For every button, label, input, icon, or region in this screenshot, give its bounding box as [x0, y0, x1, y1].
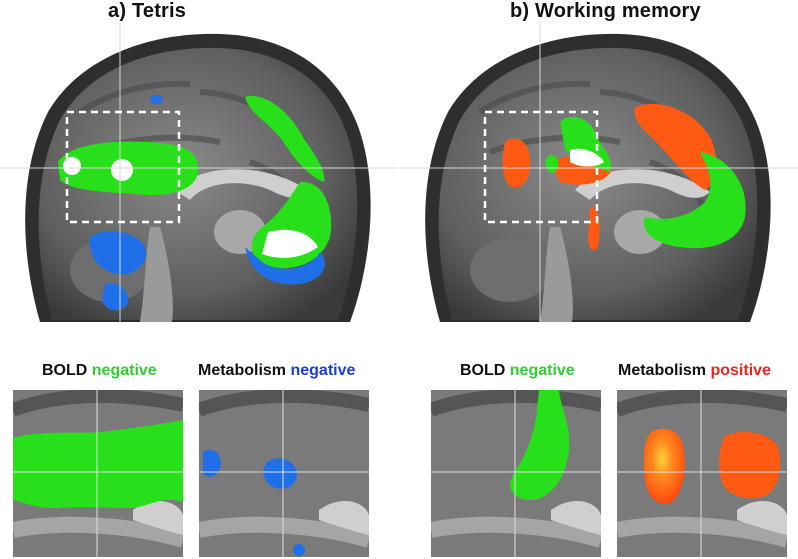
thumb-label-4: Metabolism positive — [618, 362, 771, 380]
brain-slice-tetris — [0, 22, 398, 322]
brain-slice-working-memory — [400, 22, 798, 322]
thumb-bold-negative-tetris — [13, 390, 183, 557]
thumb-label-2-main: Metabolism — [198, 362, 287, 379]
thumb-label-2-sign: negative — [290, 362, 356, 379]
panel-title-tetris: a) Tetris — [108, 0, 187, 22]
thumb-label-4-main: Metabolism — [618, 362, 707, 379]
thumb-label-3-sign: negative — [509, 362, 575, 379]
thumb-label-1: BOLD negative — [42, 362, 157, 380]
thumb-label-2: Metabolism negative — [198, 362, 355, 380]
thumb-label-4-sign: positive — [710, 362, 771, 379]
thumb-label-3-main: BOLD — [460, 362, 506, 379]
thumb-label-3: BOLD negative — [460, 362, 575, 380]
thumb-metabolism-positive-wm — [617, 390, 787, 557]
thumb-metabolism-negative-tetris — [199, 390, 369, 557]
thumb-bold-negative-wm — [431, 390, 601, 557]
thumb-label-1-main: BOLD — [42, 362, 88, 379]
thumb-label-1-sign: negative — [91, 362, 157, 379]
panel-title-working-memory: b) Working memory — [510, 0, 701, 22]
